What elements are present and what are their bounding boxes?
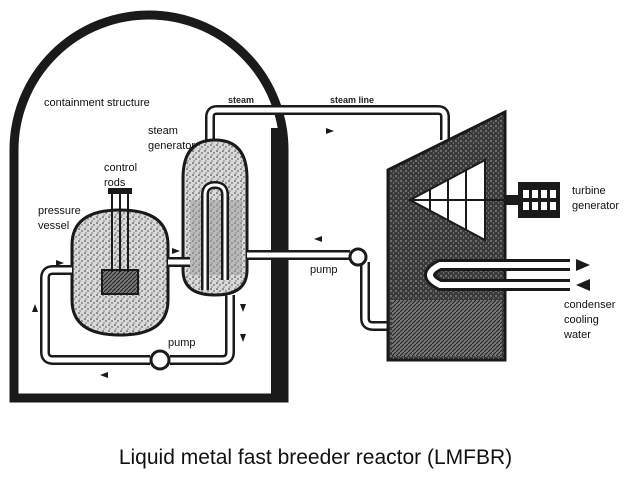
label-pressure-2: vessel <box>38 220 69 232</box>
turbine-blades <box>407 158 505 242</box>
turbine-shaft <box>505 195 519 205</box>
condenser-water <box>392 300 502 356</box>
secondary-pump <box>348 247 368 267</box>
label-steam-generator-2: generator <box>148 140 195 152</box>
label-pump-secondary: pump <box>310 264 338 276</box>
containment-structure <box>9 10 289 403</box>
control-rods <box>108 188 132 272</box>
arrow-steam-line <box>326 128 334 134</box>
primary-loop-pipe <box>40 257 235 365</box>
label-turbine-2: generator <box>572 200 619 212</box>
label-control-2: rods <box>104 177 126 189</box>
label-condenser-2: cooling <box>564 314 599 326</box>
label-condenser-1: condenser <box>564 299 616 311</box>
secondary-loop-pipe <box>201 180 392 331</box>
label-containment: containment structure <box>44 97 150 109</box>
lmfbr-diagram: containment structure steam generator co… <box>9 10 619 403</box>
condenser-cooling-pipe <box>424 259 590 291</box>
label-control-1: control <box>104 162 137 174</box>
label-turbine-1: turbine <box>572 185 606 197</box>
label-steam-line: steam line <box>330 95 374 105</box>
label-pressure-1: pressure <box>38 205 81 217</box>
turbine-generator <box>518 182 560 218</box>
label-condenser-3: water <box>563 329 591 341</box>
containment-wall-divider <box>271 128 285 398</box>
label-pump-primary: pump <box>168 337 196 349</box>
label-steam-pipe: steam <box>228 95 254 105</box>
primary-pump <box>149 349 171 371</box>
diagram-caption: Liquid metal fast breeder reactor (LMFBR… <box>118 446 513 469</box>
label-steam-generator-1: steam <box>148 125 178 137</box>
flow-arrows <box>32 236 322 378</box>
reactor-core <box>101 269 139 295</box>
